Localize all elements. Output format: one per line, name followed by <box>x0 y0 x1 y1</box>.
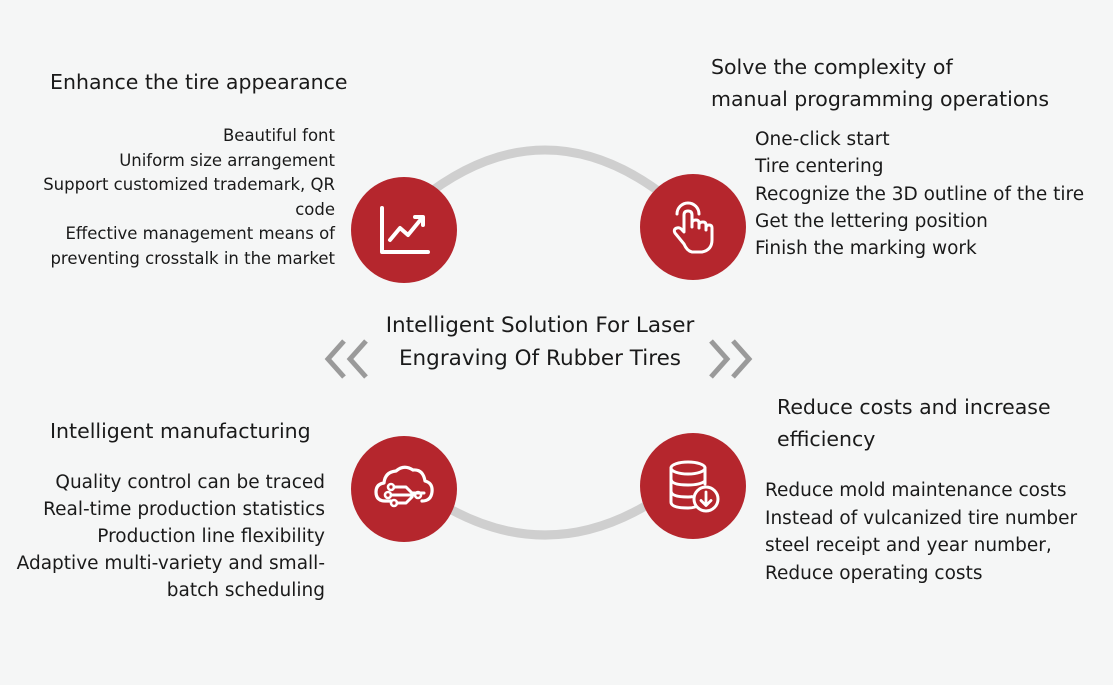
bottom-right-heading-line1: Reduce costs and increase <box>777 395 1051 419</box>
top-right-heading: Solve the complexity of manual programmi… <box>711 51 1049 115</box>
list-item: Instead of vulcanized tire number <box>765 507 1078 529</box>
top-right-items: One-click start Tire centering Recognize… <box>755 126 1084 262</box>
center-title: Intelligent Solution For Laser Engraving… <box>360 309 720 375</box>
bottom-right-heading-line2: efficiency <box>777 427 876 451</box>
list-item: Reduce operating costs <box>765 562 983 584</box>
bottom-left-items: Quality control can be traced Real-time … <box>0 469 325 604</box>
database-download-icon <box>669 460 720 513</box>
list-item: Production line flexibility <box>97 526 325 547</box>
list-item: preventing crosstalk in the market <box>50 248 335 268</box>
circle-top-right <box>640 174 746 280</box>
list-item: Recognize the 3D outline of the tire <box>755 183 1085 205</box>
center-title-line2: Engraving Of Rubber Tires <box>398 346 682 371</box>
list-item: code <box>295 199 335 219</box>
list-item: batch scheduling <box>166 580 325 601</box>
top-right-heading-line2: manual programming operations <box>711 87 1050 111</box>
list-item: Reduce mold maintenance costs <box>765 480 1067 501</box>
hand-pointer-icon <box>672 201 714 254</box>
circle-bottom-left <box>351 436 457 542</box>
bottom-left-heading: Intelligent manufacturing <box>50 419 311 443</box>
circle-bottom-right <box>640 433 746 539</box>
list-item: steel receipt and year number, <box>765 535 1052 556</box>
list-item: Real-time production statistics <box>43 499 325 520</box>
bottom-arc <box>415 485 675 540</box>
top-left-heading: Enhance the tire appearance <box>50 70 348 94</box>
top-arc <box>415 145 675 205</box>
cloud-network-icon <box>374 465 434 508</box>
list-item: Get the lettering position <box>755 210 988 232</box>
bottom-right-items: Reduce mold maintenance costs Instead of… <box>765 477 1077 587</box>
top-left-items: Beautiful font Uniform size arrangement … <box>20 124 335 271</box>
list-item: Beautiful font <box>222 126 335 145</box>
list-item: Quality control can be traced <box>55 472 325 493</box>
line-chart-icon <box>380 206 430 254</box>
list-item: Tire centering <box>755 156 884 178</box>
center-title-line1: Intelligent Solution For Laser <box>385 313 695 338</box>
chevrons-left-icon <box>324 339 368 379</box>
list-item: Uniform size arrangement <box>119 150 335 170</box>
list-item: One-click start <box>755 129 890 150</box>
chevrons-right-icon <box>709 339 753 379</box>
list-item: Adaptive multi-variety and small- <box>16 553 325 574</box>
circle-top-left <box>351 177 457 283</box>
list-item: Support customized trademark, QR <box>43 175 335 194</box>
top-right-heading-line1: Solve the complexity of <box>711 55 953 79</box>
list-item: Effective management means of <box>65 224 335 243</box>
bottom-right-heading: Reduce costs and increase efficiency <box>777 391 1051 455</box>
list-item: Finish the marking work <box>755 238 977 260</box>
